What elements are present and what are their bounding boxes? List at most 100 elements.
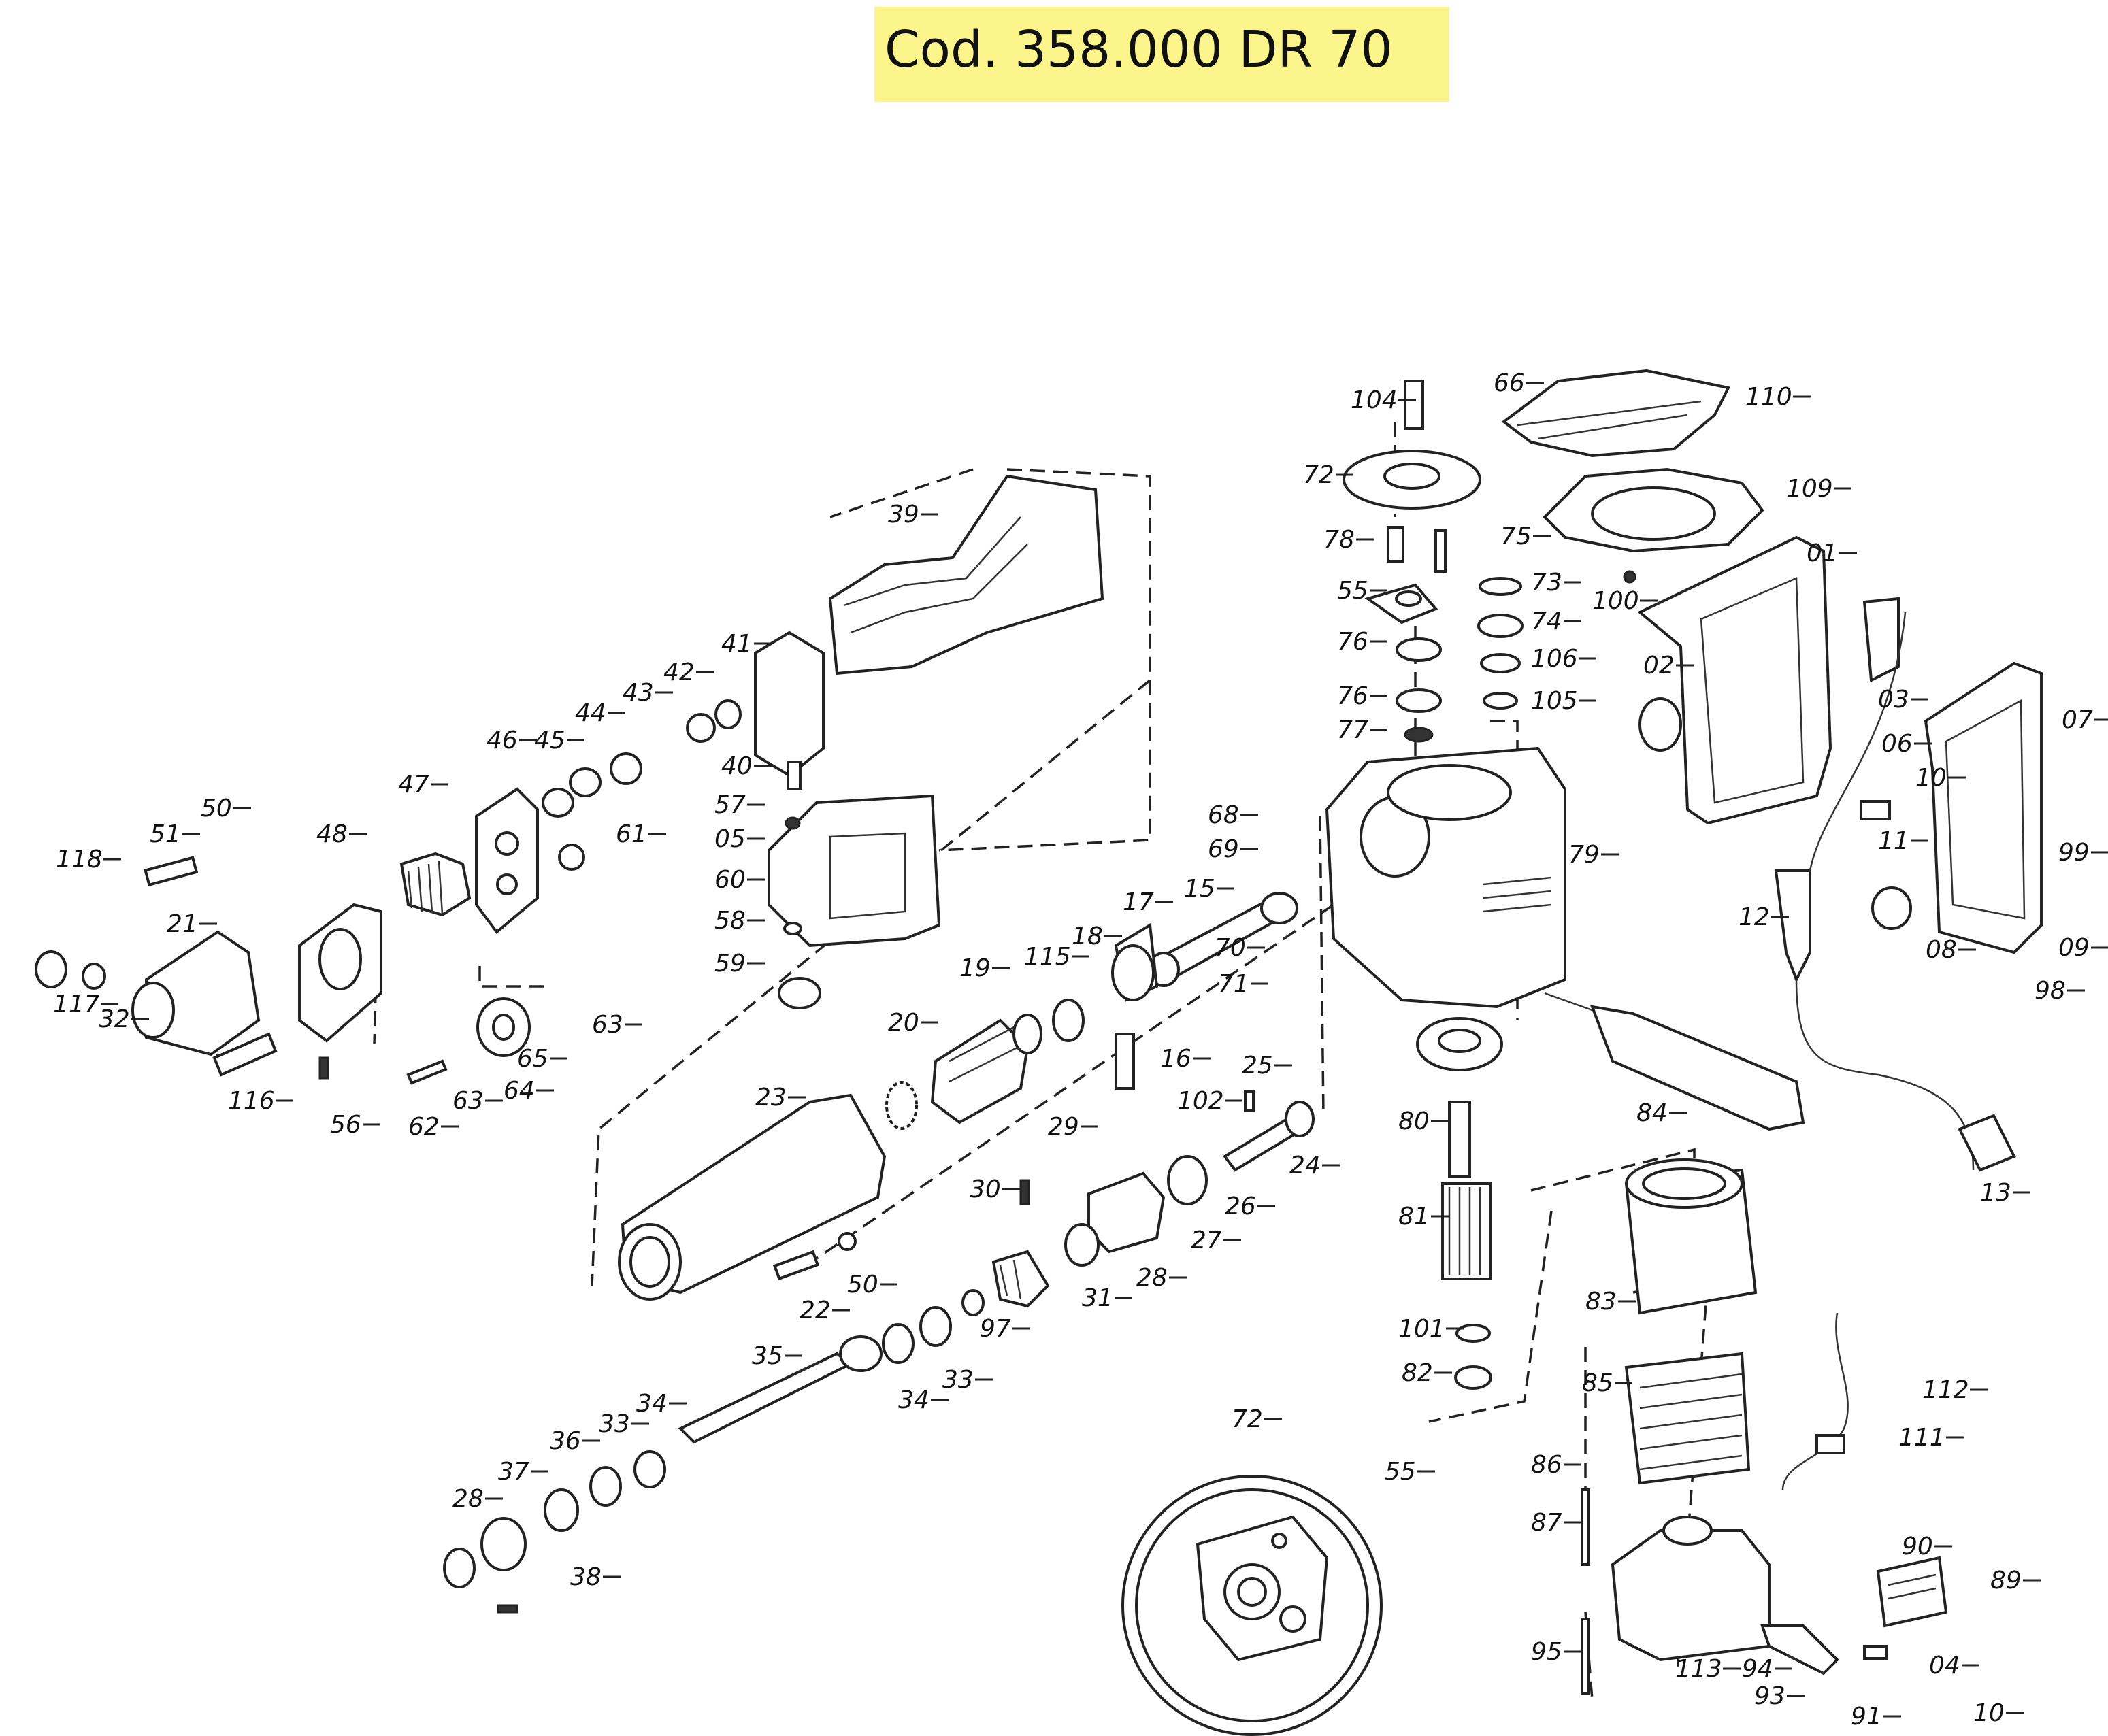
part-label-51: 51	[150, 820, 181, 848]
handle-84	[1544, 992, 1805, 1131]
part-label-04: 04	[1929, 1652, 1960, 1680]
gear-view-72-55	[1121, 1475, 1383, 1736]
part-label-28: 28	[1136, 1264, 1168, 1292]
part-label-98: 98	[2035, 977, 2066, 1005]
part-label-63: 63	[452, 1087, 484, 1115]
handle-housing-01	[1623, 535, 1832, 825]
part-label-34: 34	[636, 1390, 668, 1418]
part-label-74: 74	[1531, 607, 1562, 635]
part-label-61: 61	[616, 820, 647, 848]
rings-115-18	[1012, 999, 1085, 1054]
stator-85	[1624, 1312, 1849, 1490]
part-label-76: 76	[1337, 682, 1368, 710]
part-label-34: 34	[898, 1386, 929, 1414]
part-label-39: 39	[888, 501, 919, 529]
part-label-47: 47	[398, 771, 429, 799]
part-label-37: 37	[498, 1458, 529, 1486]
seal-20	[885, 1081, 918, 1130]
washers-33-34-36-37	[443, 1450, 666, 1614]
part-label-01: 01	[1807, 539, 1838, 567]
part-label-84: 84	[1636, 1099, 1668, 1127]
part-label-118: 118	[56, 846, 103, 873]
part-label-97: 97	[980, 1315, 1011, 1343]
title-box	[874, 7, 1449, 102]
gear-65	[406, 997, 531, 1085]
part-label-45: 45	[534, 727, 565, 754]
housing-83	[1624, 1158, 1758, 1315]
ram-19	[930, 1018, 1030, 1124]
part-label-57: 57	[714, 791, 746, 819]
part-label-33: 33	[942, 1366, 974, 1394]
shaft-24	[1223, 1090, 1315, 1172]
part-label-56: 56	[330, 1111, 361, 1139]
part-label-11: 11	[1878, 827, 1909, 855]
part-label-40: 40	[721, 752, 753, 780]
part-label-72: 72	[1232, 1405, 1263, 1433]
part-label-50: 50	[201, 795, 232, 822]
part-label-82: 82	[1402, 1359, 1433, 1387]
part-label-90: 90	[1902, 1533, 1933, 1560]
part-label-10: 10	[1973, 1699, 2005, 1727]
part-label-71: 71	[1218, 970, 1249, 998]
part-label-70: 70	[1215, 934, 1246, 962]
part-label-12: 12	[1739, 903, 1770, 931]
part-label-31: 31	[1082, 1284, 1113, 1312]
bolts-22-50	[772, 1232, 857, 1281]
part-label-02: 02	[1643, 652, 1675, 680]
part-label-35: 35	[752, 1342, 783, 1370]
part-label-66: 66	[1494, 369, 1525, 397]
part-label-72: 72	[1303, 461, 1334, 489]
part-label-48: 48	[316, 820, 348, 848]
part-label-09: 09	[2058, 934, 2090, 962]
part-label-03: 03	[1878, 686, 1909, 714]
connecting-rod-15	[1147, 892, 1298, 987]
part-label-117: 117	[53, 990, 100, 1018]
part-label-58: 58	[714, 907, 746, 935]
part-label-43: 43	[623, 679, 654, 707]
handle-frame-60	[768, 794, 941, 1009]
part-label-19: 19	[959, 954, 991, 982]
part-label-44: 44	[575, 699, 606, 727]
part-label-81: 81	[1398, 1203, 1430, 1231]
part-label-24: 24	[1289, 1152, 1321, 1180]
part-label-16: 16	[1160, 1045, 1191, 1073]
part-label-46: 46	[487, 727, 518, 754]
bearings-76-74	[1396, 577, 1524, 743]
part-label-102: 102	[1177, 1087, 1224, 1115]
diagram-title: Cod. 358.000 DR 70	[885, 20, 1393, 79]
part-label-26: 26	[1225, 1192, 1256, 1220]
part-label-23: 23	[755, 1084, 787, 1112]
part-label-105: 105	[1531, 687, 1578, 715]
tool-35	[678, 1306, 952, 1444]
part-label-05: 05	[714, 825, 746, 853]
part-label-33: 33	[599, 1410, 630, 1438]
part-label-69: 69	[1208, 835, 1239, 863]
part-label-95: 95	[1531, 1638, 1562, 1666]
part-label-36: 36	[550, 1427, 581, 1455]
part-label-101: 101	[1398, 1315, 1445, 1343]
part-label-100: 100	[1592, 587, 1639, 615]
part-label-99: 99	[2058, 839, 2090, 867]
part-label-25: 25	[1242, 1052, 1273, 1080]
gear-carrier-55	[1364, 526, 1447, 624]
part-label-42: 42	[663, 658, 695, 686]
part-label-18: 18	[1072, 922, 1103, 950]
part-label-110: 110	[1745, 383, 1792, 411]
assembly-guide-lines	[203, 422, 1716, 1701]
part-label-62: 62	[408, 1113, 440, 1141]
part-label-68: 68	[1208, 801, 1239, 829]
part-label-07: 07	[2062, 706, 2093, 734]
part-label-20: 20	[888, 1009, 919, 1037]
gear-47	[399, 852, 472, 917]
part-label-104: 104	[1351, 386, 1398, 414]
shroud-plate-40	[754, 631, 825, 790]
part-label-77: 77	[1337, 716, 1368, 744]
piston-17	[1111, 922, 1159, 1002]
part-label-106: 106	[1531, 645, 1578, 673]
part-label-30: 30	[970, 1175, 1001, 1203]
part-label-79: 79	[1568, 841, 1600, 869]
part-label-76: 76	[1337, 628, 1368, 656]
part-label-29: 29	[1048, 1113, 1079, 1141]
cylinder-23	[618, 1093, 887, 1301]
